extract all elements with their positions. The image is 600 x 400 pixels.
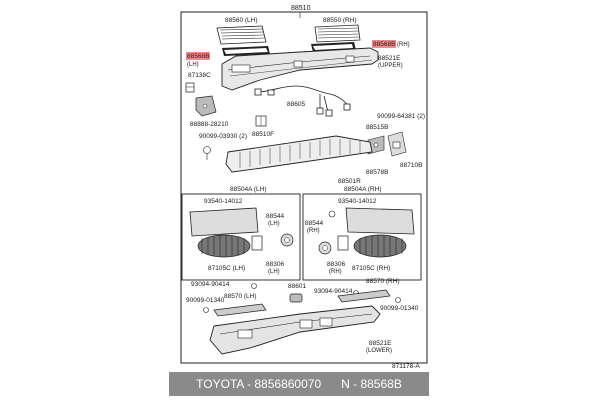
- label-93094-lh: 93094-90414: [191, 281, 230, 288]
- upper-case-part: [221, 47, 379, 91]
- label-88550: 88550 (RH): [323, 17, 357, 24]
- blower-rh-part: [318, 207, 415, 258]
- label-88560: 88560 (LH): [225, 17, 258, 24]
- diagram-frame: [180, 11, 428, 364]
- label-88544-lh: 88544: [266, 213, 284, 220]
- label-87105c-lh: 87105C (LH): [208, 265, 245, 272]
- blower-lh-part: [189, 207, 294, 258]
- part-88710b: [387, 131, 407, 157]
- label-88568b-rh: 88568B: [373, 41, 395, 48]
- lower-case-part: [209, 305, 381, 355]
- screw-90099-01340-lh: [203, 307, 209, 313]
- label-88504a-lh: 88504A (LH): [230, 186, 267, 193]
- plate-88570-lh: [213, 303, 267, 317]
- label-88544-lh-side: (LH): [268, 221, 280, 227]
- label-reference-number: 871178-A: [392, 363, 420, 370]
- label-90099-01340-lh: 90099-01340: [186, 297, 225, 304]
- label-88544-rh: 88544: [305, 220, 323, 227]
- gasket-lh-part: [222, 46, 270, 56]
- label-88570-rh: 88570 (RH): [366, 278, 400, 285]
- label-88521e-upper: 88521E: [378, 55, 401, 62]
- screw-90099-03930: [203, 146, 211, 160]
- part-88510f: [255, 115, 267, 127]
- filter-rh-part: [314, 24, 361, 43]
- label-88306-lh-side: (LH): [268, 269, 280, 275]
- label-88501r: 88501R: [338, 178, 361, 185]
- label-87138c: 87138C: [188, 72, 211, 79]
- blower-rh-box: [302, 193, 422, 281]
- label-88568b-lh-side: (LH): [187, 62, 199, 68]
- label-88710b: 88710B: [400, 162, 422, 169]
- screw-93094-lh: [251, 283, 257, 289]
- label-88306-rh: 88306: [327, 261, 345, 268]
- label-88568b-lh: 88568B: [187, 53, 209, 60]
- label-87105c-rh: 87105C (RH): [352, 265, 390, 272]
- label-88521e-lower-sub: (LOWER): [366, 348, 392, 354]
- label-88510f: 88510F: [252, 131, 274, 138]
- bracket-88888-part: [195, 95, 217, 117]
- part-88601: [289, 293, 303, 303]
- label-88521e-lower: 88521E: [369, 340, 392, 347]
- label-90099-03930: 90099-03930 (2): [199, 133, 247, 140]
- highlight-88568b-lh: [186, 52, 210, 60]
- part-87138c: [185, 82, 195, 93]
- label-88570-lh: 88570 (LH): [224, 293, 257, 300]
- filter-lh-part: [216, 25, 267, 45]
- label-88510: 88510: [291, 5, 311, 12]
- label-88601: 88601: [288, 283, 306, 290]
- evaporator-part: [225, 135, 373, 173]
- label-90099-01340-rh: 90099-01340: [380, 305, 419, 312]
- label-88515b: 88515B: [366, 124, 388, 131]
- blower-lh-box: [181, 193, 301, 281]
- wiring-harness-part: [254, 85, 351, 117]
- screw-90099-01340-rh: [395, 297, 401, 303]
- highlight-88568b-rh: [372, 40, 396, 48]
- label-93094-rh: 93094-90414: [314, 288, 353, 295]
- label-88521e-upper-sub: (UPPER): [378, 63, 403, 69]
- label-88306-rh-side: (RH): [329, 269, 342, 275]
- label-88888-28210: 88888-28210: [190, 121, 229, 128]
- label-88306-lh: 88306: [266, 261, 284, 268]
- label-88578b: 88578B: [366, 169, 388, 176]
- label-88504a-rh: 88504A (RH): [344, 186, 382, 193]
- caption-text: TOYOTA - 8856860070 N - 88568B: [196, 377, 402, 391]
- label-93540-lh: 93540-14012: [204, 198, 243, 205]
- label-88568b-rh-side: (RH): [397, 42, 410, 48]
- label-93540-rh: 93540-14012: [338, 198, 377, 205]
- plate-88570-rh: [337, 289, 391, 303]
- parts-diagram: 88510 88560 (LH) 88550 (RH) 88568B (LH) …: [180, 5, 428, 370]
- label-88605: 88605: [287, 101, 305, 108]
- part-number-caption: TOYOTA - 8856860070 N - 88568B: [169, 372, 429, 396]
- label-90099-64381: 90099-64381 (2): [377, 113, 425, 120]
- label-88544-rh-side: (RH): [307, 228, 320, 234]
